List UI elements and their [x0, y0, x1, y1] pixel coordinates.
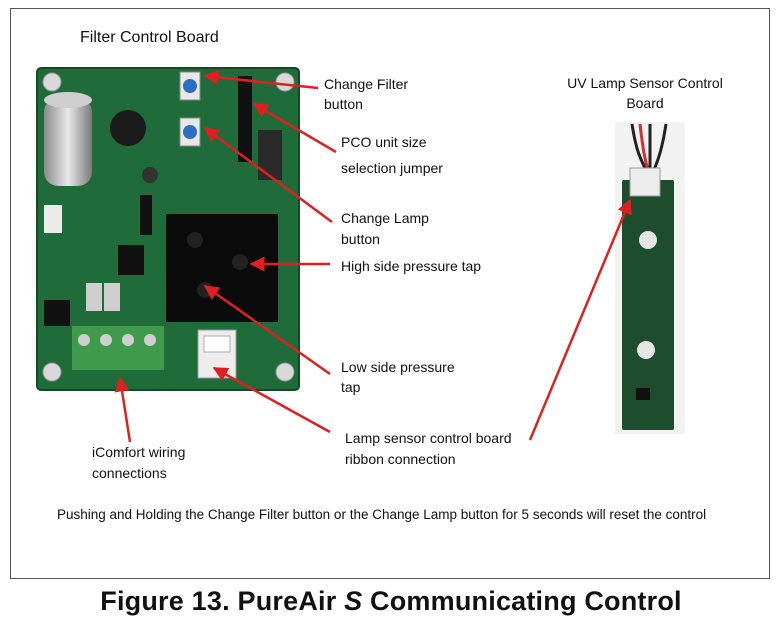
icomfort-terminal-block	[72, 326, 164, 370]
caption-suffix: Communicating Control	[362, 586, 682, 616]
arrow-icomfort	[114, 376, 132, 443]
label-change-filter-2: button	[324, 96, 363, 112]
caption-prefix: Figure 13. PureAir	[100, 586, 345, 616]
label-low-side-2: tap	[341, 379, 361, 395]
callout-arrows	[114, 69, 632, 443]
filter-control-board-photo	[36, 67, 300, 391]
uv-board-title-2: Board	[626, 95, 664, 111]
uv-board-title-1: UV Lamp Sensor Control	[567, 75, 723, 91]
figure-caption: Figure 13. PureAir S Communicating Contr…	[0, 586, 782, 617]
arrow-low-side	[203, 284, 331, 376]
change-filter-button	[183, 79, 197, 93]
label-pco-1: PCO unit size	[341, 134, 427, 150]
label-icomfort-1: iComfort wiring	[92, 444, 186, 460]
arrow-change-filter	[203, 69, 319, 90]
pressure-sensor-block	[166, 214, 278, 322]
pco-jumper	[238, 76, 252, 162]
label-icomfort-2: connections	[92, 465, 167, 481]
label-change-lamp-2: button	[341, 231, 380, 247]
arrow-uv-connector	[528, 198, 632, 441]
label-lamp-sensor-2: ribbon connection	[345, 451, 456, 467]
change-lamp-button	[183, 125, 197, 139]
uv-lamp-sensor-board-photo	[615, 122, 685, 434]
arrow-pco-jumper	[252, 102, 337, 154]
inductor	[110, 110, 146, 146]
capacitor	[44, 98, 92, 186]
label-high-side: High side pressure tap	[341, 258, 482, 274]
filter-board-title: Filter Control Board	[80, 29, 219, 46]
arrow-change-lamp	[203, 126, 333, 224]
label-pco-2: selection jumper	[341, 160, 443, 176]
arrow-lamp-sensor	[212, 366, 331, 434]
label-lamp-sensor-1: Lamp sensor control board	[345, 430, 512, 446]
label-change-filter-1: Change Filter	[324, 76, 409, 92]
reset-note: Pushing and Holding the Change Filter bu…	[57, 507, 707, 522]
label-change-lamp-1: Change Lamp	[341, 210, 429, 226]
label-low-side-1: Low side pressure	[341, 359, 455, 375]
caption-italic: S	[344, 586, 363, 616]
